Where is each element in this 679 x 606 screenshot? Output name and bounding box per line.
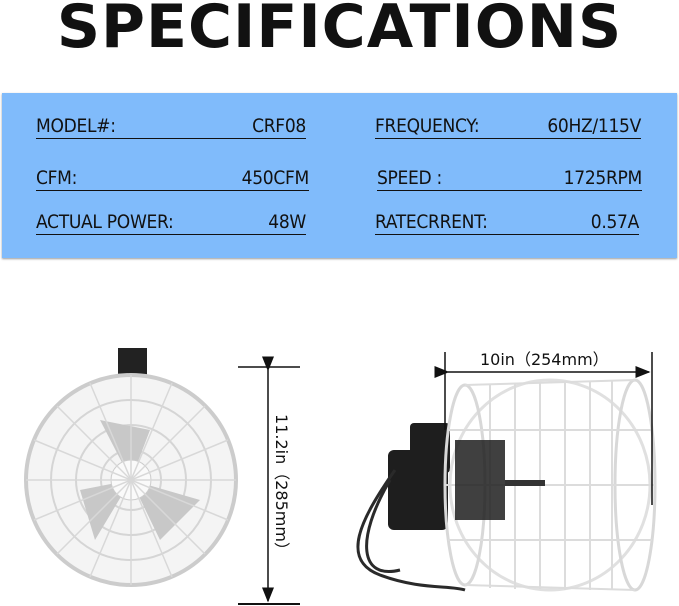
spec-label: FREQUENCY: [375,115,480,137]
spec-panel: MODEL#: CRF08 FREQUENCY: 60HZ/115V CFM: 450… [2,93,677,258]
spec-label: SPEED : [377,167,443,189]
mount-bracket [118,348,147,376]
depth-dimension [434,352,653,505]
spec-value: CRF08 [252,115,306,137]
spec-value: 0.57A [590,211,640,233]
fan-front-view [24,348,238,587]
spec-frequency: FREQUENCY: 60HZ/115V [375,111,641,139]
height-dimension [238,356,300,605]
spec-cfm: CFM: 450CFM [36,163,309,191]
height-label: 11.2in（285mm） [272,414,291,558]
spec-label: CFM: [36,167,78,189]
spec-value: 60HZ/115V [547,115,641,137]
page-title: SPECIFICATIONS [56,0,623,62]
spec-label: MODEL#: [36,115,116,137]
spec-current: RATECRRENT: 0.57A [375,207,639,235]
spec-speed: SPEED : 1725RPM [377,163,642,191]
spec-label: RATECRRENT: [375,211,488,233]
spec-value: 450CFM [241,167,310,189]
depth-label: 10in（254mm） [480,350,609,369]
spec-label: ACTUAL POWER: [36,211,174,233]
spec-value: 1725RPM [563,167,643,189]
spec-model: MODEL#: CRF08 [36,111,306,139]
spec-value: 48W [268,211,306,233]
fan-side-view [356,378,657,592]
spec-power: ACTUAL POWER: 48W [36,207,306,235]
